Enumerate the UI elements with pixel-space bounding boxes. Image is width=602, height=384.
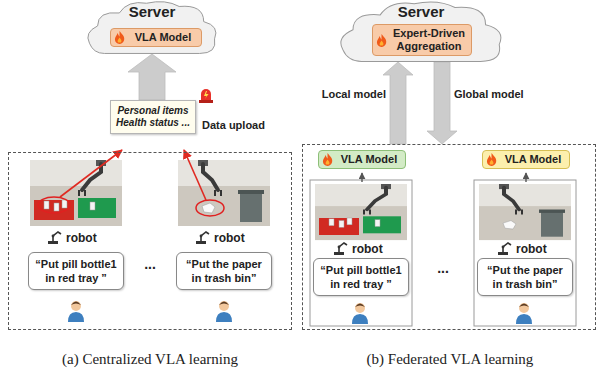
model-box: VLA Model — [482, 150, 570, 169]
highlight-ellipse — [38, 197, 70, 213]
caption: (a) Centralized VLA learning — [62, 351, 238, 367]
robot-icon — [48, 232, 61, 244]
highlight-ellipse — [196, 200, 224, 216]
upload-label-box: Data upload — [202, 119, 265, 132]
node-text: “Put pill bottle1 in red tray ” — [34, 257, 118, 285]
client-region: ... “Put pill bottle1 in red tray ” “Put t… — [8, 152, 292, 330]
node-text: ... — [437, 260, 449, 276]
robot-label-box: robot — [66, 231, 97, 245]
node-text: Server — [84, 3, 220, 21]
instruction-box: “Put the paper in trash bin” — [176, 252, 272, 290]
fire-icon — [486, 153, 497, 166]
model-box: Expert-Driven Aggregation — [372, 24, 472, 56]
edge-label: Global model — [454, 88, 524, 100]
flow-arrow — [383, 62, 413, 144]
small-arrow — [361, 173, 362, 182]
caption-box: (a) Centralized VLA learning — [62, 350, 238, 368]
user-icon — [516, 303, 532, 324]
instruction-box: “Put the paper in trash bin” — [477, 258, 573, 296]
caption: (b) Federated VLA learning — [367, 351, 534, 367]
robot-photo — [315, 184, 407, 240]
model-box: VLA Model — [318, 150, 406, 169]
robot-photo — [30, 160, 122, 226]
upload-arrow — [60, 150, 122, 197]
robot-label: robot — [516, 242, 547, 256]
user-icon — [352, 303, 368, 324]
robot-photo — [178, 160, 270, 226]
node-text: “Put the paper in trash bin” — [483, 263, 567, 291]
alarm-icon — [199, 89, 213, 103]
node-text: Server — [336, 3, 506, 21]
robot-photo — [479, 184, 571, 240]
model-box: VLA Model — [110, 28, 202, 47]
node-text: VLA Model — [336, 153, 402, 166]
client-frame — [474, 180, 576, 326]
fire-icon — [376, 34, 387, 47]
data-box: Personal items Health status ... — [110, 100, 196, 134]
flow-arrow — [128, 54, 176, 100]
instruction-box: “Put pill bottle1 in red tray ” — [313, 258, 409, 296]
robot-label-box: robot — [352, 242, 383, 256]
robot-label: robot — [214, 231, 245, 245]
client-region: ... VLA Model VLA Model “Put pill bottle1 i… — [302, 144, 596, 330]
server-cloud: ServerExpert-Driven Aggregation — [336, 0, 506, 62]
edge-label-box: Local model — [322, 88, 386, 101]
robot-icon — [498, 243, 511, 255]
fire-icon — [322, 153, 333, 166]
client-frame — [310, 180, 412, 326]
edge-label: Local model — [322, 88, 386, 100]
small-arrow — [525, 173, 526, 182]
instruction-box: “Put pill bottle1 in red tray ” — [28, 252, 124, 290]
user-icon — [216, 301, 232, 322]
robot-icon — [196, 232, 209, 244]
robot-label: robot — [66, 231, 97, 245]
server-cloud: ServerVLA Model — [84, 0, 220, 54]
robot-label: robot — [352, 242, 383, 256]
node-text: Expert-Driven Aggregation — [390, 27, 468, 53]
flow-arrow — [427, 62, 457, 144]
node-text: Personal items Health status ... — [116, 105, 190, 129]
node-text: “Put pill bottle1 in red tray ” — [319, 263, 403, 291]
node-text: VLA Model — [500, 153, 566, 166]
upload-label: Data upload — [202, 119, 265, 131]
edge-label-box: Global model — [454, 88, 524, 101]
robot-icon — [334, 243, 347, 255]
user-icon — [68, 301, 84, 322]
robot-label-box: robot — [516, 242, 547, 256]
upload-arrow — [184, 150, 206, 200]
node-text: ... — [144, 256, 156, 272]
robot-label-box: robot — [214, 231, 245, 245]
fire-icon — [114, 31, 125, 44]
caption-box: (b) Federated VLA learning — [367, 350, 534, 368]
node-text: VLA Model — [128, 31, 198, 44]
node-text: “Put the paper in trash bin” — [182, 257, 266, 285]
